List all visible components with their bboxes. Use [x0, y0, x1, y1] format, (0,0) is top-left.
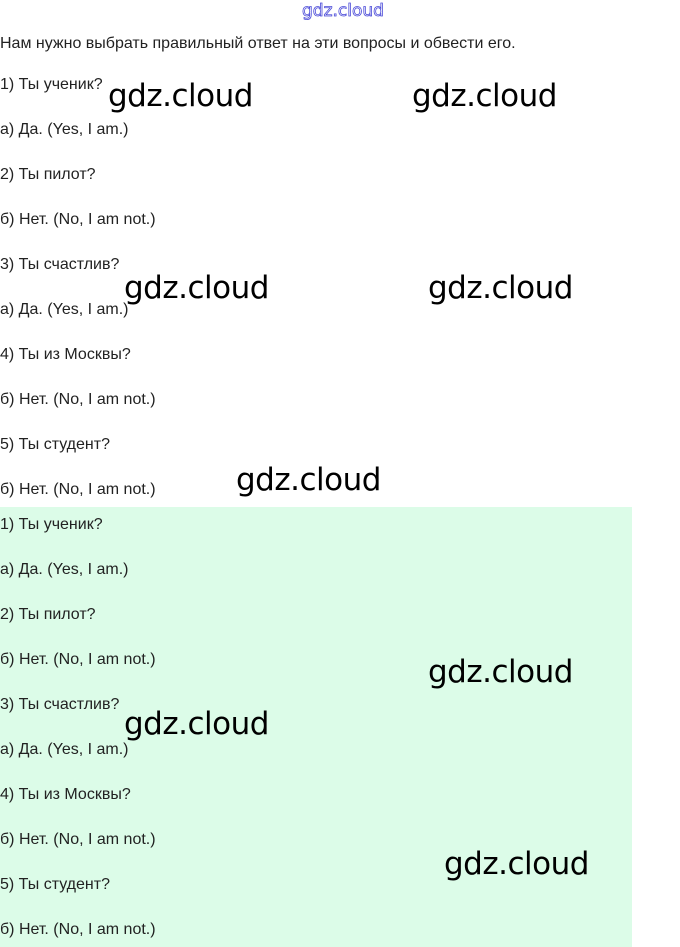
section1-line: а) Да. (Yes, I am.)	[0, 121, 129, 138]
section1-line: б) Нет. (No, I am not.)	[0, 481, 156, 498]
watermark: gdz.cloud	[412, 78, 557, 114]
section2-line: б) Нет. (No, I am not.)	[0, 651, 156, 668]
section1-line: б) Нет. (No, I am not.)	[0, 391, 156, 408]
answer-block-background	[0, 507, 632, 947]
section2-line: 4) Ты из Москвы?	[0, 786, 131, 803]
section2-line: б) Нет. (No, I am not.)	[0, 831, 156, 848]
section2-line: 1) Ты ученик?	[0, 516, 103, 533]
watermark: gdz.cloud	[124, 706, 269, 742]
section1-line: 3) Ты счастлив?	[0, 256, 120, 273]
section1-line: 5) Ты студент?	[0, 436, 110, 453]
section1-line: б) Нет. (No, I am not.)	[0, 211, 156, 228]
watermark: gdz.cloud	[124, 270, 269, 306]
section1-line: а) Да. (Yes, I am.)	[0, 301, 129, 318]
section2-line: а) Да. (Yes, I am.)	[0, 741, 129, 758]
section1-line: 1) Ты ученик?	[0, 76, 103, 93]
watermark: gdz.cloud	[428, 270, 573, 306]
watermark: gdz.cloud	[108, 78, 253, 114]
section2-line: 5) Ты студент?	[0, 876, 110, 893]
section2-line: 3) Ты счастлив?	[0, 696, 120, 713]
section2-line: 2) Ты пилот?	[0, 606, 96, 623]
watermark: gdz.cloud	[236, 462, 381, 498]
watermark: gdz.cloud	[428, 654, 573, 690]
section1-line: 4) Ты из Москвы?	[0, 346, 131, 363]
intro-text: Нам нужно выбрать правильный ответ на эт…	[0, 35, 516, 52]
header-watermark: gdz.cloud	[302, 1, 385, 22]
section2-line: б) Нет. (No, I am not.)	[0, 921, 156, 938]
watermark: gdz.cloud	[444, 846, 589, 882]
section1-line: 2) Ты пилот?	[0, 166, 96, 183]
section2-line: а) Да. (Yes, I am.)	[0, 561, 129, 578]
